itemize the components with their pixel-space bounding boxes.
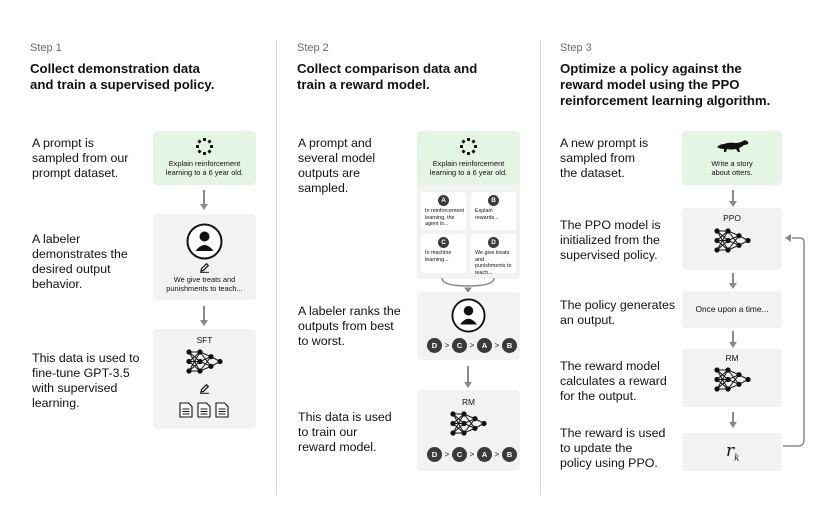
step2-label: Step 2	[297, 42, 329, 54]
rank-separator: >	[469, 450, 475, 459]
reward-value-symbol: rk	[726, 441, 740, 464]
rank-separator: >	[494, 450, 500, 459]
otter-icon	[717, 140, 749, 152]
step3-desc-update: The reward is used to update the policy …	[560, 426, 666, 470]
step2-rm-card: RM D > C > A > B	[417, 390, 520, 471]
step1-demo-line: We give treats and	[173, 275, 236, 284]
step1-desc-labeler: A labeler demonstrates the desired outpu…	[32, 232, 128, 291]
labeler-avatar-icon	[186, 223, 223, 260]
step3-output-card: Once upon a time...	[682, 291, 782, 328]
step1-labeler-card: We give treats and punishments to teach.…	[153, 214, 256, 300]
rm-model-label: RM	[725, 353, 739, 363]
rank-separator: >	[494, 341, 500, 350]
output-option-a: A In reinforcement learning, the agent i…	[421, 192, 466, 230]
step1-prompt-card: Explain reinforcement learning to a 6 ye…	[153, 131, 256, 185]
step3-desc-prompt: A new prompt is sampled from the dataset…	[560, 136, 649, 180]
step3-prompt-line: about otters.	[711, 168, 753, 178]
step3-desc-ppo-init: The PPO model is initialized from the su…	[560, 218, 661, 262]
rm-model-label: RM	[461, 397, 476, 407]
prompt-dataset-icon	[196, 138, 213, 155]
rank-item: C	[452, 338, 467, 353]
ranking-order: D > C > A > B	[427, 447, 517, 462]
step2-ranking-card: D > C > A > B	[417, 292, 520, 360]
divider-step2-step3	[540, 40, 541, 495]
step1-title: Collect demonstration data and train a s…	[30, 61, 215, 92]
ranking-order: D > C > A > B	[427, 338, 517, 353]
rank-item: B	[502, 338, 517, 353]
neural-network-icon	[714, 228, 751, 253]
step1-label: Step 1	[30, 42, 62, 54]
option-letter-badge: A	[438, 195, 449, 206]
document-icon	[197, 402, 211, 418]
rank-separator: >	[469, 341, 475, 350]
step1-demo-line: punishments to teach...	[166, 284, 243, 294]
step3-desc-generate: The policy generates an output.	[560, 298, 676, 327]
step3-label: Step 3	[560, 42, 592, 54]
sft-model-label: SFT	[196, 335, 213, 345]
step3-desc-reward: The reward model calculates a reward for…	[560, 359, 667, 403]
document-icon	[179, 402, 193, 418]
rank-separator: >	[444, 341, 450, 350]
ppo-model-label: PPO	[723, 213, 741, 223]
divider-step1-step2	[276, 40, 277, 495]
rank-item: D	[427, 447, 442, 462]
output-option-d: D We give treats and punishments to teac…	[471, 234, 516, 276]
step1-prompt-line: learning to a 6 year old.	[165, 168, 244, 178]
pencil-icon	[200, 383, 210, 394]
step1-sft-card: SFT	[153, 329, 256, 429]
step2-title: Collect comparison data and train a rewa…	[297, 61, 478, 92]
step3-reward-card: rk	[682, 433, 782, 471]
rank-item: D	[427, 338, 442, 353]
rank-item: C	[452, 447, 467, 462]
step2-desc-rank: A labeler ranks the outputs from best to…	[298, 304, 401, 348]
step3-rm-card: RM	[682, 349, 782, 407]
pencil-icon	[200, 262, 210, 273]
option-letter-badge: C	[438, 237, 449, 248]
step3-title: Optimize a policy against the reward mod…	[560, 61, 771, 108]
step1-desc-prompt: A prompt is sampled from our prompt data…	[32, 136, 129, 180]
prompt-dataset-icon	[460, 138, 477, 155]
option-letter-badge: D	[488, 237, 499, 248]
rank-item: B	[502, 447, 517, 462]
policy-output-text: Once upon a time...	[695, 304, 769, 314]
step3-prompt-card: Write a story about otters.	[682, 131, 782, 185]
neural-network-icon	[714, 367, 751, 392]
step2-prompt-outputs-card: Explain reinforcement learning to a 6 ye…	[417, 131, 520, 279]
rank-separator: >	[444, 450, 450, 459]
rank-item: A	[477, 338, 492, 353]
output-option-b: B Explain rewards...	[471, 192, 516, 230]
rank-item: A	[477, 447, 492, 462]
step3-ppo-card: PPO	[682, 208, 782, 270]
neural-network-icon	[450, 411, 487, 436]
step2-desc-sample: A prompt and several model outputs are s…	[298, 136, 376, 195]
document-icon	[215, 402, 229, 418]
step2-prompt-line: learning to a 6 year old.	[429, 168, 508, 178]
step2-desc-train: This data is used to train our reward mo…	[298, 410, 392, 454]
step2-prompt-line: Explain reinforcement	[432, 159, 505, 168]
curved-arrow-connector	[441, 278, 495, 293]
feedback-loop-arrow	[783, 234, 805, 447]
option-letter-badge: B	[488, 195, 499, 206]
step1-prompt-line: Explain reinforcement	[168, 159, 241, 168]
step2-prompt-card: Explain reinforcement learning to a 6 ye…	[417, 131, 520, 185]
labeler-avatar-icon	[451, 298, 486, 333]
step3-prompt-line: Write a story	[711, 159, 753, 168]
step1-desc-finetune: This data is used to fine-tune GPT-3.5 w…	[32, 351, 140, 410]
output-option-c: C In machine learning...	[421, 234, 466, 273]
neural-network-icon	[186, 349, 223, 374]
